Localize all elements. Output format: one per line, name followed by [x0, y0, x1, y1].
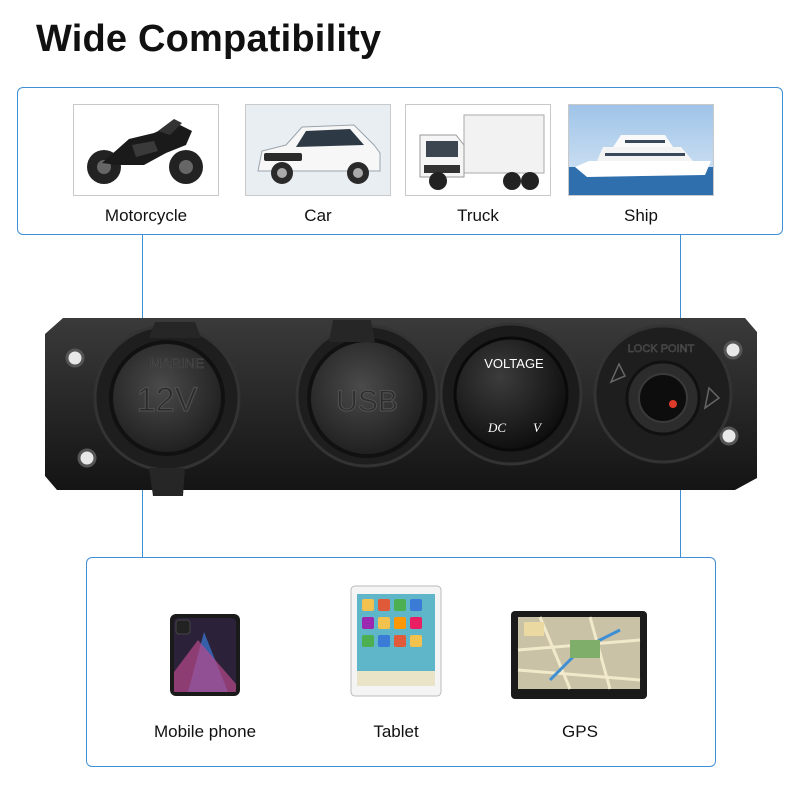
car-icon: [246, 105, 390, 195]
device-label-tablet: Tablet: [373, 722, 419, 741]
vehicle-label-truck: Truck: [457, 206, 499, 225]
page-title: Wide Compatibility: [36, 18, 382, 60]
switch-panel: 12V MARINE USB VOLTAGE DC V LOCK POINT: [45, 318, 757, 496]
screw-hole: [65, 348, 85, 368]
cigarette-socket: 12V MARINE: [93, 322, 241, 496]
ship-icon: [569, 105, 713, 195]
connector-line-left-top: [142, 235, 143, 320]
mobile-phone-icon: [170, 614, 240, 696]
vehicle-compatibility-box: [17, 87, 783, 235]
socket-cap-text: 12V: [137, 381, 198, 419]
car-image: [245, 104, 391, 196]
truck-icon: [406, 105, 550, 195]
motorcycle-image: [73, 104, 219, 196]
vehicle-label-car: Car: [304, 206, 332, 225]
truck-image: [405, 104, 551, 196]
socket-ring-text: MARINE: [150, 355, 204, 371]
switch-led: [669, 400, 677, 408]
switch-ring-text: LOCK POINT: [628, 343, 695, 355]
rocker-switch: LOCK POINT: [593, 324, 733, 464]
voltmeter: VOLTAGE DC V: [439, 322, 583, 466]
vehicle-label-motorcycle: Motorcycle: [104, 206, 188, 225]
voltmeter-dc: DC: [487, 420, 506, 435]
screw-hole: [719, 426, 739, 446]
ship-image: [568, 104, 714, 196]
voltmeter-unit: V: [533, 420, 543, 435]
usb-socket: USB: [295, 320, 439, 468]
connector-line-right-bottom: [680, 490, 681, 557]
device-compatibility-box: [86, 557, 716, 767]
connector-line-right-top: [680, 235, 681, 320]
device-label-mobile-phone: Mobile phone: [153, 722, 257, 741]
usb-cap-text: USB: [336, 385, 398, 418]
screw-hole: [77, 448, 97, 468]
gps-icon: [511, 611, 647, 699]
connector-line-left-bottom: [142, 490, 143, 557]
device-label-gps: GPS: [562, 722, 598, 741]
voltmeter-title: VOLTAGE: [484, 356, 544, 371]
motorcycle-icon: [74, 105, 218, 195]
screw-hole: [723, 340, 743, 360]
tablet-icon: [350, 585, 442, 697]
vehicle-label-ship: Ship: [623, 206, 659, 225]
